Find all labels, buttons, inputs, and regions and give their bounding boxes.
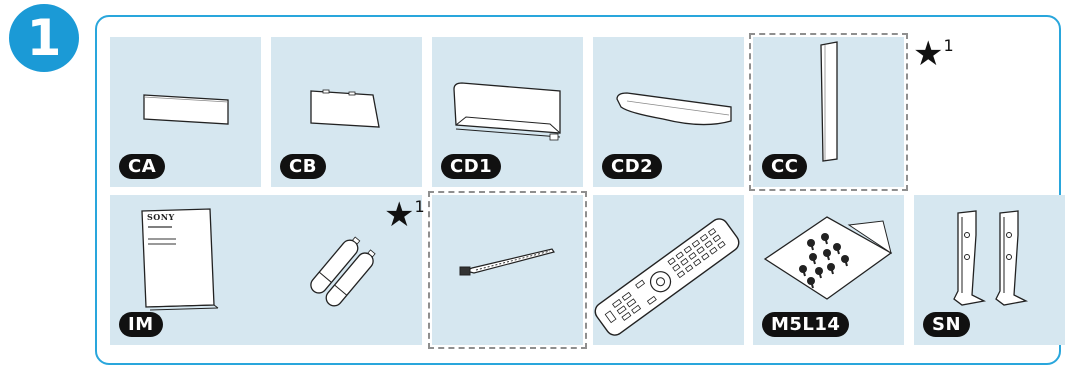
part-label-sn: SN	[923, 312, 971, 337]
cable-tie-illustration	[459, 248, 555, 276]
stand-neck-illustration	[953, 210, 1029, 306]
part-label-cd2: CD2	[602, 154, 663, 179]
part-tile-cd2: CD2	[593, 37, 744, 187]
part-tile-im-batteries: SONY IM	[110, 195, 422, 345]
part-tile-cb: CB	[271, 37, 422, 187]
screws-bag-illustration	[763, 216, 893, 300]
cover-cd1-illustration	[453, 82, 561, 141]
footnote-mark-1: ★1	[913, 34, 954, 74]
cover-cd2-illustration	[616, 92, 732, 126]
step-number: 1	[26, 9, 62, 67]
part-tile-cable-tie	[428, 191, 587, 349]
part-label-im: IM	[119, 312, 163, 337]
footnote-mark-2: ★1	[384, 195, 425, 235]
part-label-cb: CB	[280, 154, 326, 179]
part-label-ca: CA	[119, 154, 166, 179]
manual-illustration	[141, 208, 219, 311]
part-tile-ca: CA	[110, 37, 261, 187]
part-tile-m5l14: M5L14	[753, 195, 904, 345]
part-tile-remote	[593, 195, 744, 345]
part-label-cc: CC	[762, 154, 808, 179]
batteries-illustration	[310, 236, 376, 307]
cover-cc-illustration	[820, 41, 838, 162]
part-tile-cc: CC	[749, 33, 908, 191]
star-icon: ★	[913, 34, 944, 74]
step-number-badge: 1	[9, 4, 79, 72]
star-icon: ★	[384, 195, 415, 235]
cover-cb-illustration	[310, 89, 380, 128]
part-label-m5l14: M5L14	[762, 312, 850, 337]
part-label-cd1: CD1	[441, 154, 502, 179]
part-tile-sn: SN	[914, 195, 1065, 345]
remote-control-illustration	[594, 218, 740, 336]
cover-ca-illustration	[143, 94, 229, 125]
manual-brand: SONY	[147, 212, 175, 222]
part-tile-cd1: CD1	[432, 37, 583, 187]
